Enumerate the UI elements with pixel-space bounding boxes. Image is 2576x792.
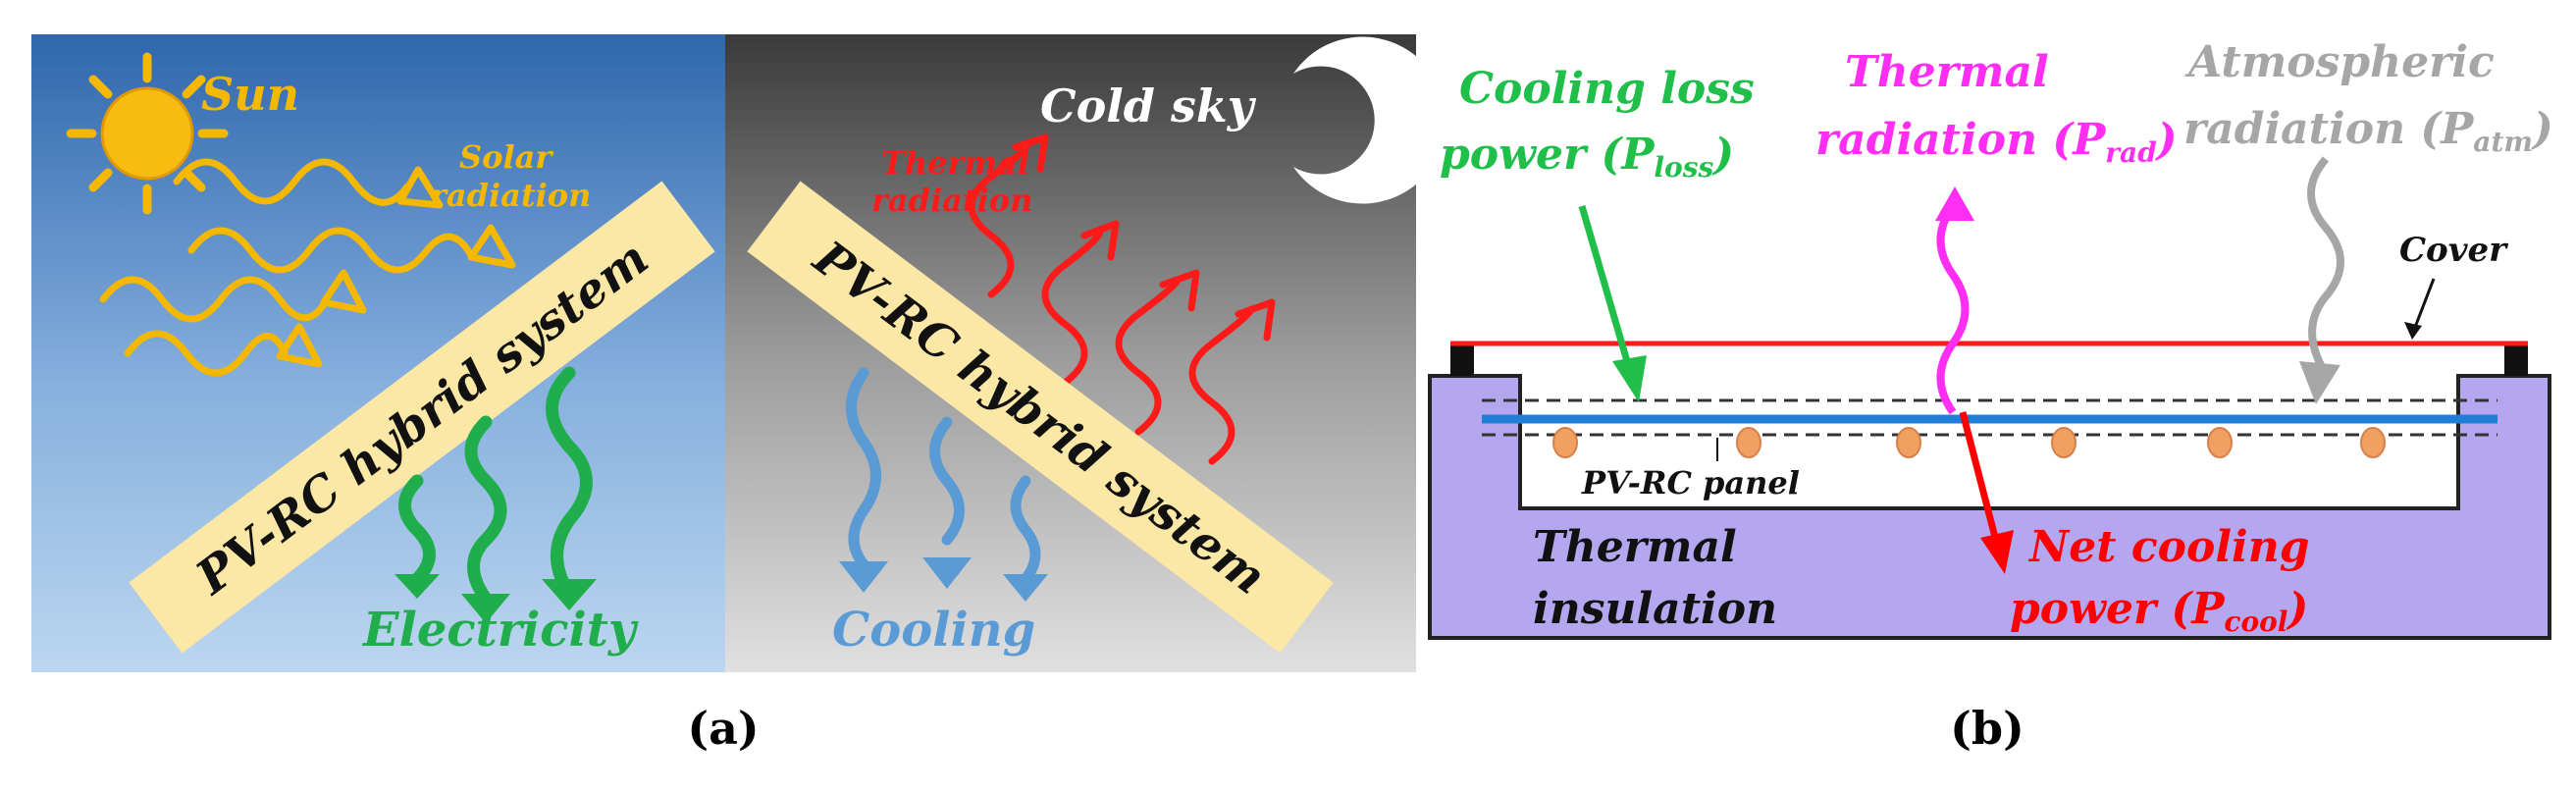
solar-radiation-arrows (99, 158, 516, 377)
thermal-radiation-b-arrow (1936, 203, 1970, 415)
electricity-label: Electricity (361, 603, 639, 658)
electricity-arrows (398, 366, 593, 606)
cover-label: Cover (2399, 231, 2508, 270)
solar-radiation-label-line1: Solar (459, 138, 553, 176)
heat-dots (1552, 427, 2386, 458)
pv-rc-panel-label: PV-RC panel (1581, 464, 1800, 502)
cover-pointer-head (2404, 322, 2422, 340)
cooling-arrows (846, 367, 1041, 585)
panel-b: Cooling loss power (Ploss) Thermal radia… (1428, 37, 2553, 755)
moon-icon (1293, 36, 1446, 204)
electricity-arrowheads (394, 574, 597, 623)
thermal-radiation-label-line2: radiation (871, 182, 1032, 219)
cooling-label: Cooling (832, 603, 1035, 658)
insulation-label-line1: Thermal (1533, 522, 1737, 572)
thermal-radiation-b-label-line2: radiation (Prad) (1815, 115, 2178, 169)
cooling-loss-label-line1: Cooling loss (1459, 64, 1755, 114)
net-cooling-arrow (1959, 411, 2001, 546)
sun-label: Sun (201, 68, 299, 121)
cooling-loss-arrow (1578, 205, 1633, 369)
cover-pointer (2412, 278, 2436, 331)
atmospheric-radiation-arrow (2307, 156, 2344, 367)
sun-icon (66, 52, 229, 215)
cover-post-right (2504, 343, 2528, 376)
panel-a-caption: (a) (687, 702, 759, 755)
atmospheric-radiation-arrowhead (2299, 361, 2340, 404)
atmospheric-radiation-label-line1: Atmospheric (2184, 37, 2495, 87)
net-cooling-label-line2: power (Pcool) (2010, 584, 2308, 638)
cold-sky-label: Cold sky (1040, 79, 1257, 132)
solar-radiation-label-line2: radiation (430, 177, 591, 214)
net-cooling-label-line1: Net cooling (2027, 522, 2310, 572)
panel-a: Sun Solar radiation PV-RC hybrid system (31, 34, 1446, 755)
thermal-radiation-b-label-line1: Thermal (1845, 47, 2049, 97)
cooling-loss-arrowhead (1612, 355, 1647, 402)
thermal-radiation-arrows (968, 133, 1276, 465)
net-cooling-arrowhead (1980, 530, 2014, 574)
insulation-label-line2: insulation (1533, 584, 1777, 634)
cooling-loss-label-line2: power (Ploss) (1440, 130, 1734, 184)
cooling-arrowheads (839, 557, 1048, 602)
panel-b-caption: (b) (1950, 702, 2024, 755)
cover-post-left (1450, 343, 1474, 376)
thermal-radiation-b-arrowhead (1935, 186, 1974, 221)
atmospheric-radiation-label-line2: radiation (Patm) (2183, 104, 2553, 158)
